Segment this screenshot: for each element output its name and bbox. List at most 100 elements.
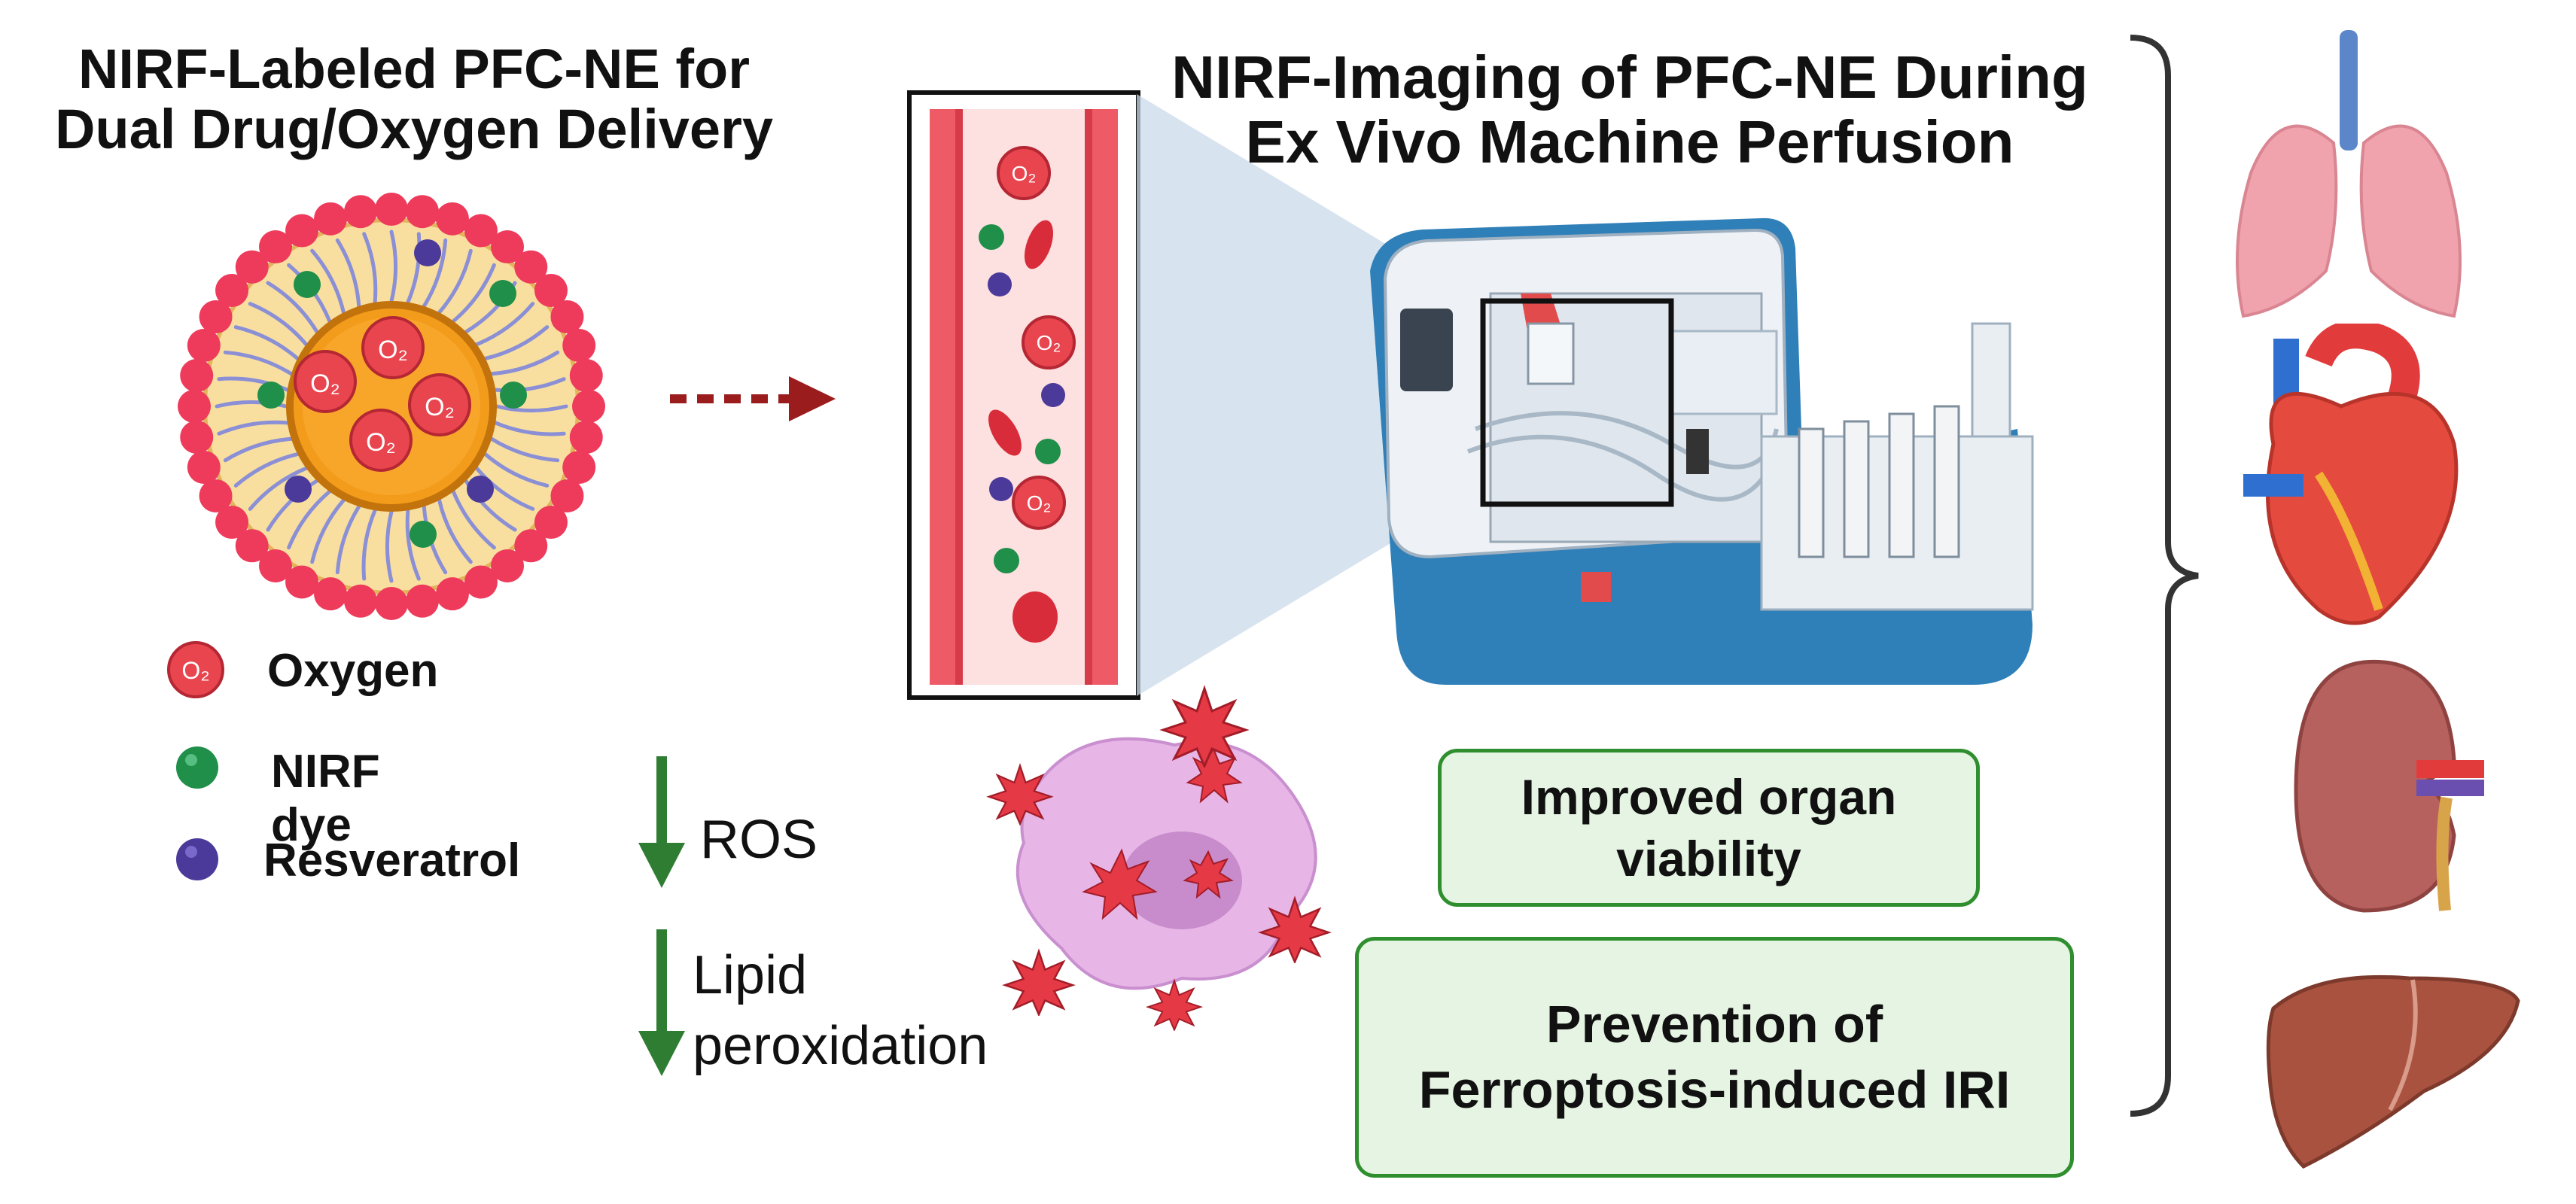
lipid-down-arrow (638, 929, 685, 1076)
lipid-head (199, 479, 233, 512)
lipid-tail (335, 504, 361, 575)
outcome1-line2: viability (1616, 831, 1801, 886)
blood-vessel-zoom: O₂ O₂ O₂ (907, 90, 1140, 700)
lipid-head (285, 565, 319, 599)
svg-text:O₂: O₂ (366, 428, 396, 457)
lipid-tail (495, 404, 568, 413)
lipid-tail (361, 508, 377, 581)
lipid-tail (266, 479, 319, 532)
lipid-tail (493, 421, 566, 436)
lipid-tail (248, 302, 309, 347)
ros-burst-icon (1145, 978, 1204, 1031)
lipid-head (235, 529, 269, 563)
machine-perfusion-title-line1: NIRF-Imaging of PFC-NE During (1171, 44, 2088, 111)
lipid-head (562, 329, 596, 363)
lipid-tail (483, 452, 550, 488)
lipid-head (569, 420, 603, 454)
machine-perfusion-title-line2: Ex Vivo Machine Perfusion (1245, 108, 2014, 176)
oxygen-molecules-core: O₂ O₂ O₂ O₂ (294, 316, 471, 472)
lipid-tail (233, 325, 300, 360)
lipid-tail (310, 498, 346, 564)
outcome-ferroptosis-prevention: Prevention of Ferroptosis-induced IRI (1355, 937, 2074, 1178)
lipid-tail (223, 436, 294, 463)
lipid-tail (287, 489, 332, 550)
legend-label-nirf-dye: NIRF dye (271, 746, 380, 851)
lipid-tail (310, 248, 346, 315)
curly-brace (2130, 35, 2199, 1117)
lipid-tail (451, 263, 496, 324)
lipid-tail (474, 466, 535, 511)
nirf-dye-legend-icon (176, 746, 218, 789)
outcome1-line1: Improved organ (1521, 768, 1897, 825)
lipid-line1: Lipid (693, 945, 808, 1005)
lipid-head (562, 450, 596, 484)
outcome-improved-viability: Improved organ viability (1438, 749, 1980, 907)
lipid-head (235, 250, 269, 284)
svg-text:O₂: O₂ (181, 657, 209, 684)
lipid-tail (385, 509, 394, 583)
svg-text:O₂: O₂ (1037, 331, 1061, 354)
lipid-head (490, 549, 524, 582)
legend-label-oxygen: Oxygen (267, 645, 439, 697)
lipid-tail (217, 420, 290, 436)
svg-text:O₂: O₂ (378, 336, 408, 364)
lipid-head (514, 250, 548, 284)
lipid-head (550, 479, 584, 512)
svg-text:O₂: O₂ (1012, 162, 1037, 185)
lipid-head (187, 450, 221, 484)
lungs-icon (2236, 30, 2462, 318)
svg-text:O₂: O₂ (425, 393, 455, 421)
liver-icon (2266, 974, 2520, 1169)
lipid-head (314, 577, 348, 611)
cell-illustration (1015, 737, 1317, 990)
nirf-dye-dots (257, 271, 527, 548)
lipid-head (464, 214, 498, 248)
legend-label-resveratrol: Resveratrol (263, 835, 521, 886)
lipid-head (187, 329, 221, 363)
lipid-tail (266, 281, 319, 334)
kidney-icon (2294, 659, 2484, 913)
lipid-head (215, 505, 249, 539)
ros-burst-icon (1002, 948, 1076, 1016)
lipid-head (259, 549, 293, 582)
ros-label: ROS (700, 810, 818, 870)
ros-burst-icon (986, 762, 1054, 826)
outcome2-line1: Prevention of (1545, 994, 1883, 1054)
lipid-head (569, 359, 603, 393)
lipid-head (534, 274, 568, 308)
lipid-tail (474, 302, 535, 347)
heart-icon (2243, 324, 2459, 625)
lipid-head (180, 420, 214, 454)
lipid-tail (233, 452, 300, 488)
resveratrol-legend-icon (176, 838, 218, 880)
lipid-tail (437, 248, 473, 315)
ros-down-arrow (638, 756, 685, 888)
nanoemulsion-title-line1: NIRF-Labeled PFC-NE for (78, 38, 751, 100)
lipid-peroxidation-label: Lipid peroxidation (693, 941, 988, 1081)
svg-text:O₂: O₂ (310, 369, 340, 398)
lipid-tail (489, 436, 560, 463)
pfc-nanoemulsion-particle: O₂ O₂ O₂ O₂ (178, 193, 605, 620)
lipid-head (550, 300, 584, 334)
perfusion-machine (1370, 217, 2034, 686)
dashed-arrow (670, 376, 836, 421)
lipid-head (534, 505, 568, 539)
lipid-head (435, 202, 469, 236)
nanoemulsion-title-line2: Dual Drug/Oxygen Delivery (54, 97, 774, 160)
lipid-head (344, 584, 378, 618)
lipid-head (405, 584, 439, 618)
lipid-head (514, 529, 548, 563)
nanoemulsion-title: NIRF-Labeled PFC-NE for Dual Drug/Oxygen… (0, 39, 828, 160)
lipid-tail (451, 489, 496, 550)
lipid-head (180, 359, 214, 393)
lipid-tail (362, 232, 378, 305)
lipid-head (572, 390, 605, 423)
lipid-head (178, 390, 211, 423)
lipid-tail (248, 466, 309, 511)
lipid-tail (422, 238, 448, 309)
lipid-tail (405, 508, 421, 581)
lipid-head (285, 214, 319, 248)
ros-burst-icon (1258, 895, 1332, 963)
ros-burst-icon (1159, 685, 1250, 768)
lipid-head (259, 230, 293, 264)
